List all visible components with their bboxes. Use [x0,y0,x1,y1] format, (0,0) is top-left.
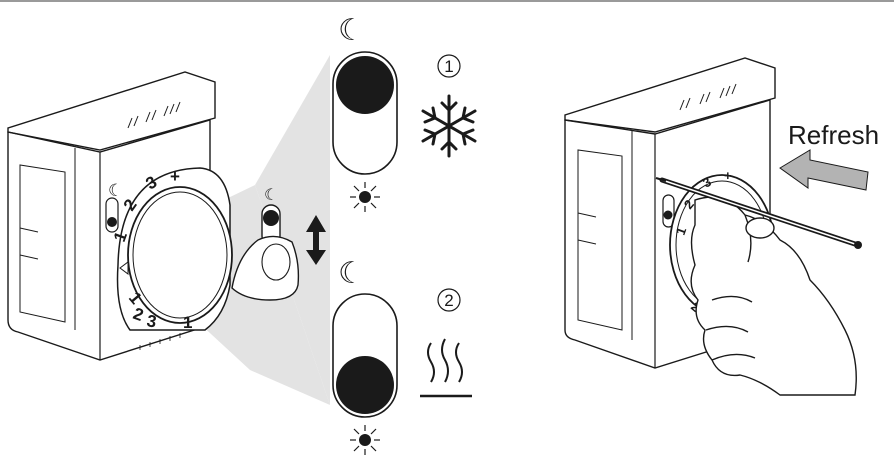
switch-state-heating: ☾ 2 [332,256,472,455]
dial-mark-lower-4: 1 [183,313,192,332]
right-thermostat: 2 1 3 + 2 3 Refresh [564,57,879,396]
housing-top [564,57,776,133]
step-2-badge [437,288,461,312]
step-1-label: 1 [444,57,453,76]
snowflake-icon [421,94,477,158]
switch-state-frost: ☾ 1 [332,13,477,212]
pen [655,177,862,249]
switch-knob-bottom [336,356,394,414]
step-1-badge [437,54,461,78]
zoom-funnel [255,55,330,405]
sun-icon [350,425,380,455]
svg-text:+: + [724,168,732,183]
vent-marks [127,101,181,129]
temperature-dial[interactable]: 1 2 3 + 1 2 3 1 [110,167,233,332]
moon-icon: ☾ [264,185,278,204]
sun-icon [350,182,380,212]
housing-top [7,71,216,151]
dial-mark-lower-3: 3 [145,311,158,331]
finger-pressing-switch: ☾ [231,185,326,301]
up-down-arrow-icon [306,215,326,265]
heat-waves-icon [420,338,472,398]
dial-mark-plus: + [170,167,180,186]
left-thermostat: ☾ 1 2 3 + 1 2 3 1 ☾ [7,55,330,405]
hand-holding-pen [690,196,857,396]
svg-text:☾: ☾ [108,181,123,200]
switch-knob-top [336,56,394,114]
moon-icon: ☾ [338,13,365,48]
refresh-label: Refresh [788,120,879,150]
svg-text:1: 1 [673,225,690,237]
moon-icon: ☾ [338,256,365,291]
vent-marks [679,83,737,111]
step-2-label: 2 [444,291,453,310]
left-arrow-icon [779,149,869,191]
dial-face [127,186,233,324]
side-panel [19,164,66,323]
